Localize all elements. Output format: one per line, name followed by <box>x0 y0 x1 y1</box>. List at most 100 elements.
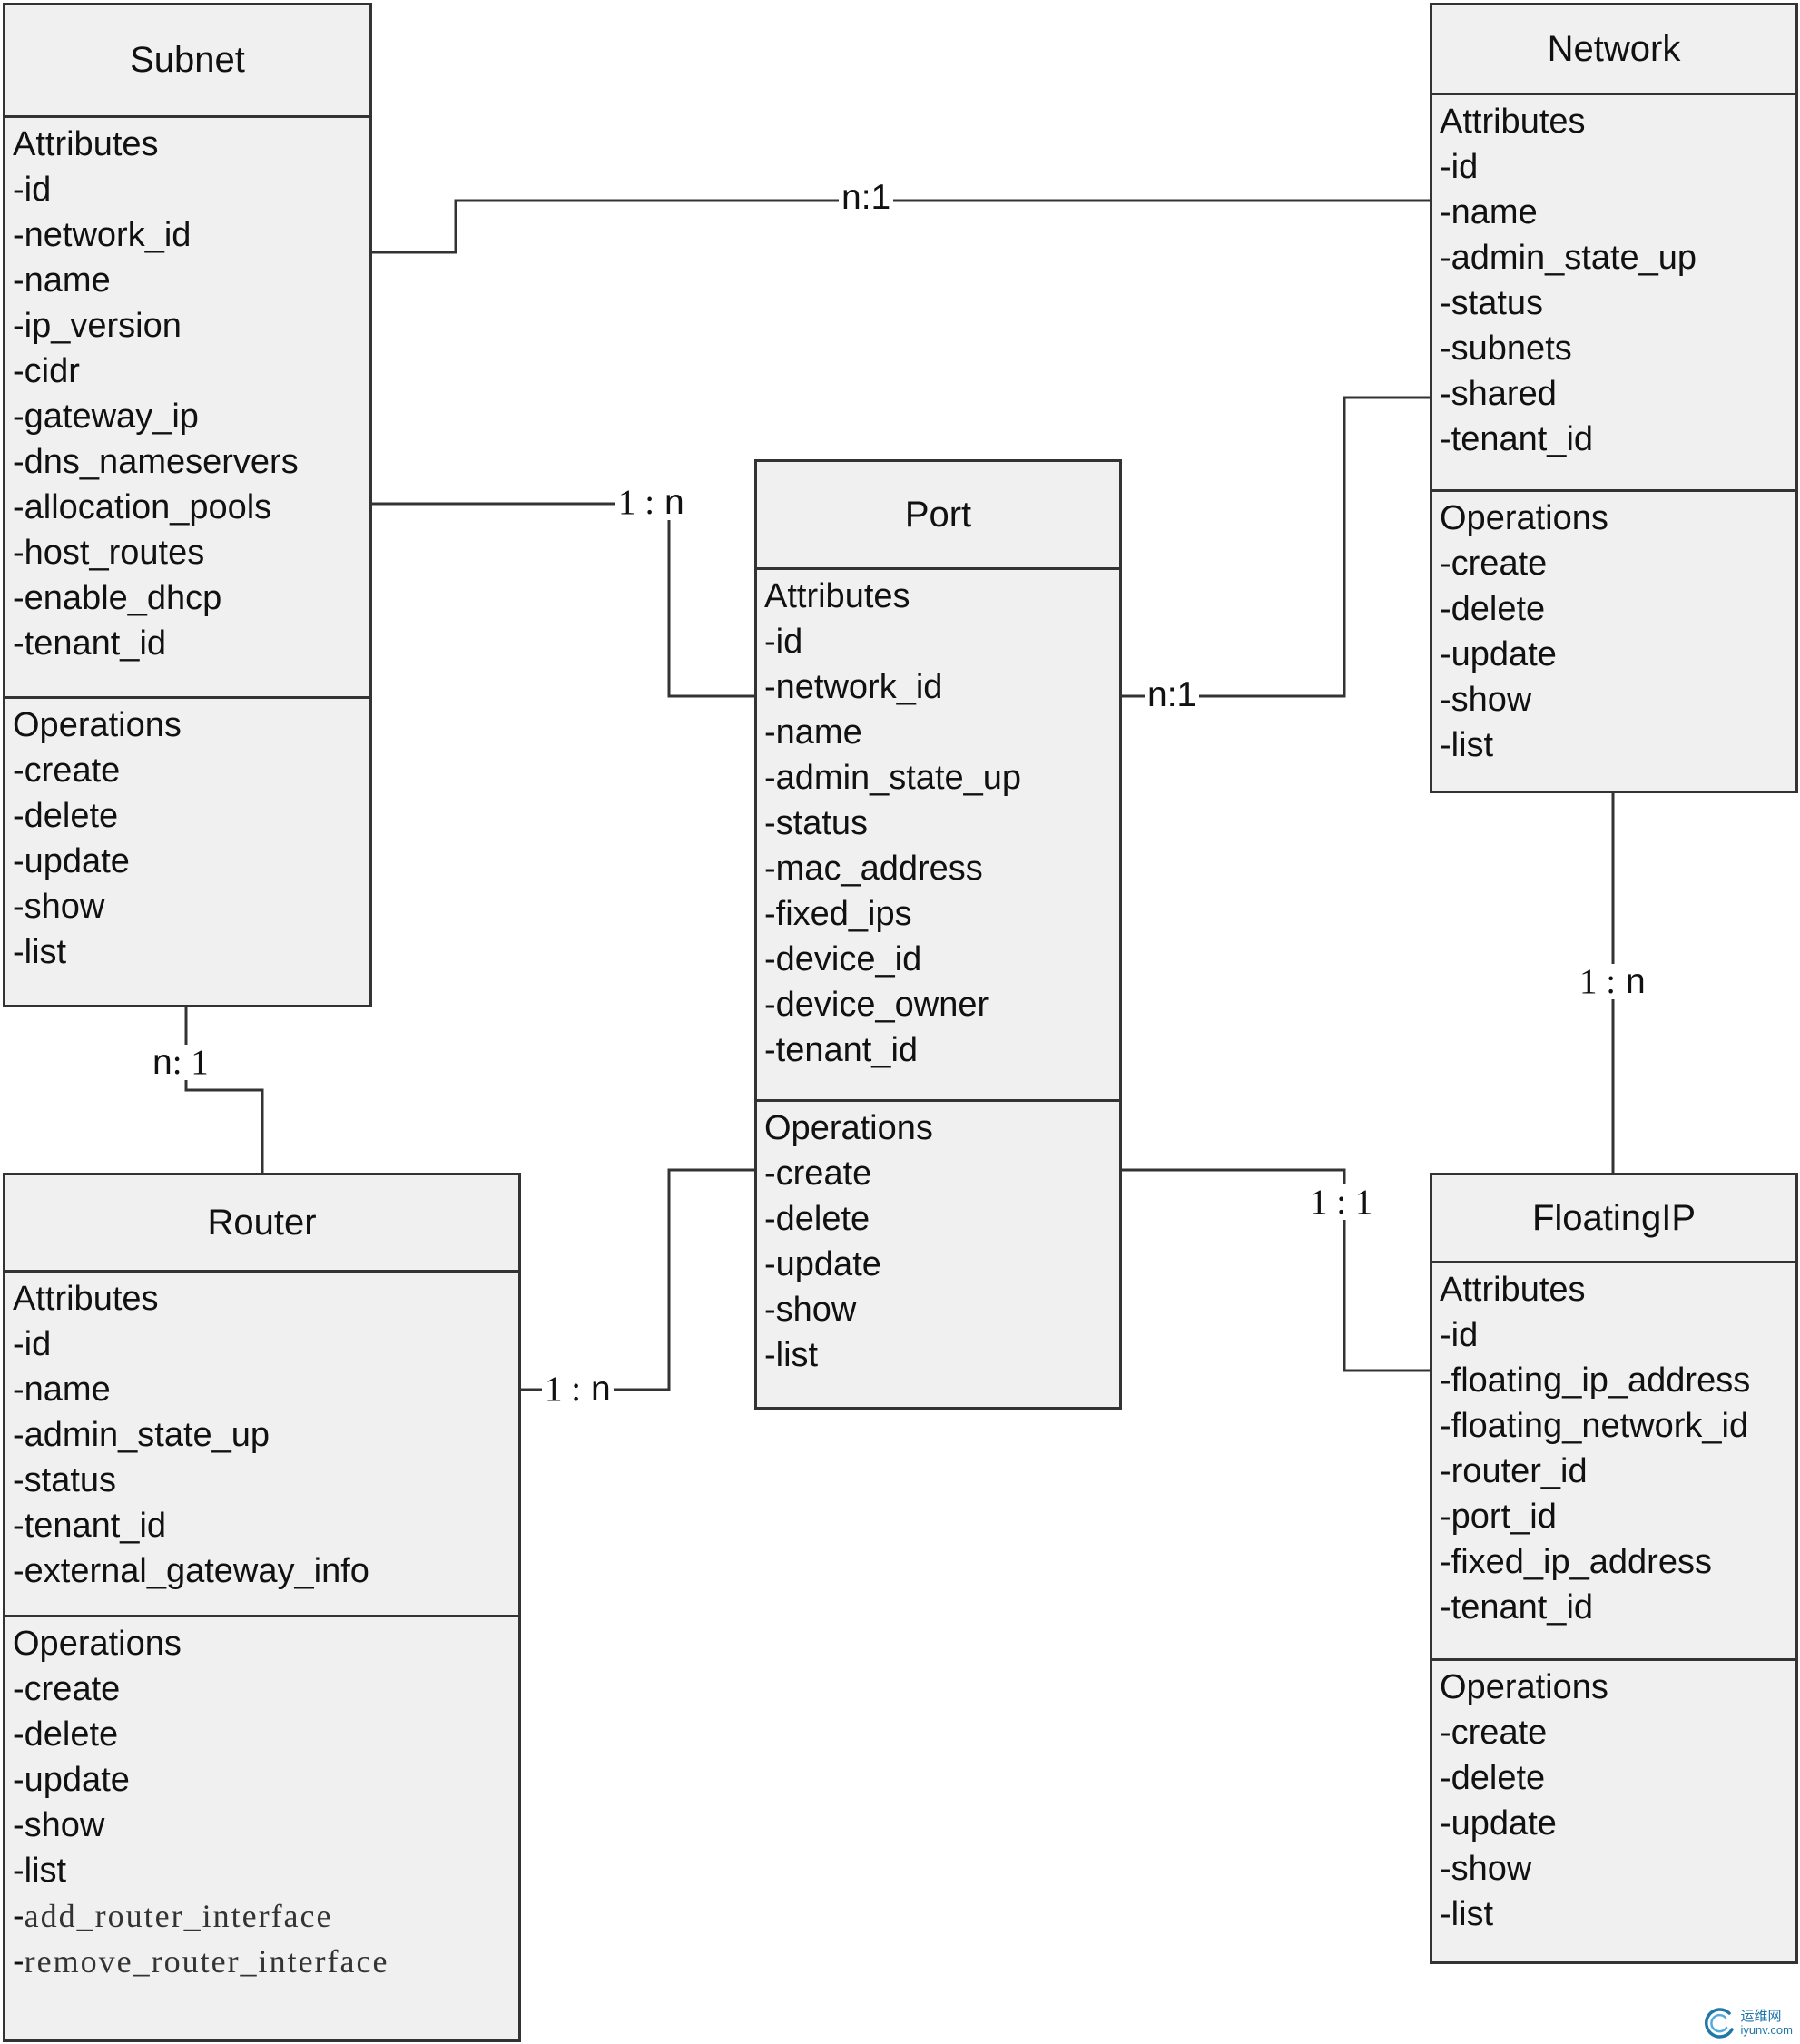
operation-item: -delete <box>764 1200 870 1238</box>
operation-list: -create-delete-update-show-list <box>1440 1710 1795 1937</box>
attribute-item: -status <box>13 1461 117 1499</box>
attribute-list: -id-floating_ip_address-floating_network… <box>1440 1312 1795 1630</box>
label-text-right: n <box>1625 962 1646 1001</box>
entity-title: FloatingIP <box>1432 1175 1795 1263</box>
operation-item: -create <box>1440 545 1548 583</box>
attributes-section: Attributes -id-network_id-name-admin_sta… <box>757 570 1119 1102</box>
router-entity: Router Attributes -id-name-admin_state_u… <box>3 1173 521 2042</box>
attribute-item: -tenant_id <box>1440 420 1594 458</box>
operation-item: -delete <box>13 1715 119 1754</box>
attributes-section: Attributes -id-network_id-name-ip_versio… <box>5 118 369 699</box>
attributes-section: Attributes -id-name-admin_state_up-statu… <box>5 1273 518 1617</box>
operations-header: Operations <box>764 1109 933 1147</box>
operations-section: Operations -create-delete-update-show-li… <box>1432 492 1795 768</box>
attribute-item: -id <box>1440 1316 1479 1354</box>
attribute-item: -network_id <box>13 216 192 254</box>
operations-header: Operations <box>13 706 182 744</box>
attribute-item: -fixed_ips <box>764 895 912 933</box>
operation-list: -create-delete-update-show-list <box>1440 541 1795 768</box>
attribute-item: -tenant_id <box>13 1507 167 1545</box>
attribute-item: -admin_state_up <box>13 1416 270 1454</box>
attribute-item: -status <box>764 804 869 842</box>
operation-item: -list <box>13 1852 67 1890</box>
operation-add-router-interface: add_router_interface <box>24 1898 333 1934</box>
entity-title: Router <box>5 1175 518 1273</box>
operation-item: -show <box>1440 1850 1532 1888</box>
operation-item: -list <box>1440 726 1494 764</box>
attribute-item: -shared <box>1440 375 1557 413</box>
label-subnet-port: 1 : n <box>615 485 687 520</box>
operation-item: -show <box>1440 681 1532 719</box>
attribute-item: -id <box>1440 148 1479 186</box>
label-text: n:1 <box>1147 675 1197 714</box>
operation-list: -create-delete-update-show-list <box>764 1151 1119 1378</box>
attribute-item: -allocation_pools <box>13 488 272 526</box>
attribute-list: -id-network_id-name-admin_state_up-statu… <box>764 619 1119 1073</box>
attribute-item: -external_gateway_info <box>13 1552 369 1590</box>
attribute-item: -floating_network_id <box>1440 1407 1749 1445</box>
operations-section: Operations -create-delete-update-show-li… <box>5 1617 518 1984</box>
label-text-left: 1 : <box>545 1370 582 1409</box>
operation-list: -create -delete -update -show -list <box>13 1666 518 1893</box>
operations-section: Operations -create -delete -update -show -li… <box>5 699 369 975</box>
label-router-port: 1 : n <box>542 1371 614 1407</box>
watermark-text: 运维网 iyunv.com <box>1740 2008 1793 2038</box>
operation-item: -show <box>13 888 105 926</box>
swirl-logo-icon <box>1705 2008 1735 2039</box>
attributes-section: Attributes -id-floating_ip_address-float… <box>1432 1263 1795 1661</box>
attribute-item: -tenant_id <box>13 624 167 663</box>
attribute-item: -router_id <box>1440 1452 1588 1490</box>
attribute-item: -enable_dhcp <box>13 579 222 617</box>
label-text: 1 : 1 <box>1310 1183 1373 1222</box>
attribute-item: -name <box>764 713 862 752</box>
attribute-item: -tenant_id <box>1440 1588 1594 1626</box>
operation-prefix: - <box>13 1942 25 1980</box>
attribute-item: -cidr <box>13 352 80 390</box>
watermark-cn: 运维网 <box>1740 2008 1782 2024</box>
attributes-header: Attributes <box>1440 103 1586 141</box>
entity-title: Subnet <box>5 5 369 118</box>
attribute-item: -admin_state_up <box>764 759 1022 797</box>
operation-item: -add_router_interface <box>13 1893 518 1939</box>
label-port-floatingip: 1 : 1 <box>1307 1183 1376 1222</box>
entity-title: Network <box>1432 5 1795 95</box>
operation-item: -show <box>13 1806 105 1844</box>
network-entity: Network Attributes -id-name-admin_state_… <box>1430 3 1798 793</box>
operation-item: -create <box>13 1670 121 1708</box>
watermark-url: iyunv.com <box>1740 2023 1793 2038</box>
attributes-header: Attributes <box>764 577 910 615</box>
operation-item: -list <box>1440 1895 1494 1933</box>
operation-item: -show <box>764 1291 857 1329</box>
attributes-section: Attributes -id-name-admin_state_up-statu… <box>1432 95 1795 492</box>
attribute-item: -dns_nameservers <box>13 443 299 481</box>
label-subnet-router: n: 1 <box>150 1045 211 1080</box>
attribute-item: -ip_version <box>13 307 182 345</box>
attribute-item: -name <box>13 261 111 300</box>
connector-router-port <box>520 1168 755 1391</box>
label-port-network: n:1 <box>1145 675 1200 714</box>
operation-item: -update <box>13 842 130 880</box>
operations-header: Operations <box>1440 1668 1608 1706</box>
attribute-item: -port_id <box>1440 1498 1557 1536</box>
operation-item: -delete <box>13 797 119 835</box>
attributes-header: Attributes <box>13 125 159 163</box>
operation-remove-router-interface: remove_router_interface <box>24 1943 389 1980</box>
label-text: n:1 <box>841 178 891 217</box>
attribute-item: -id <box>764 623 803 661</box>
operation-item: -update <box>764 1245 881 1283</box>
operation-item: -list <box>764 1336 819 1374</box>
operation-item: -create <box>13 752 121 790</box>
operation-prefix: - <box>13 1897 25 1935</box>
operation-item: -list <box>13 933 67 971</box>
operations-section: Operations -create-delete-update-show-li… <box>757 1102 1119 1378</box>
label-text-left: 1 : <box>1579 962 1617 1001</box>
attribute-item: -status <box>1440 284 1544 322</box>
connector-subnet-network <box>371 199 1431 254</box>
operation-item: -update <box>13 1761 130 1799</box>
label-text-left: 1 : <box>618 483 655 522</box>
attribute-item: -subnets <box>1440 329 1572 368</box>
operations-section: Operations -create-delete-update-show-li… <box>1432 1661 1795 1937</box>
attribute-list: -id-network_id-name-ip_version-cidr-gate… <box>13 167 369 666</box>
attribute-list: -id-name-admin_state_up-status-tenant_id… <box>13 1322 518 1594</box>
attribute-item: -tenant_id <box>764 1031 919 1069</box>
